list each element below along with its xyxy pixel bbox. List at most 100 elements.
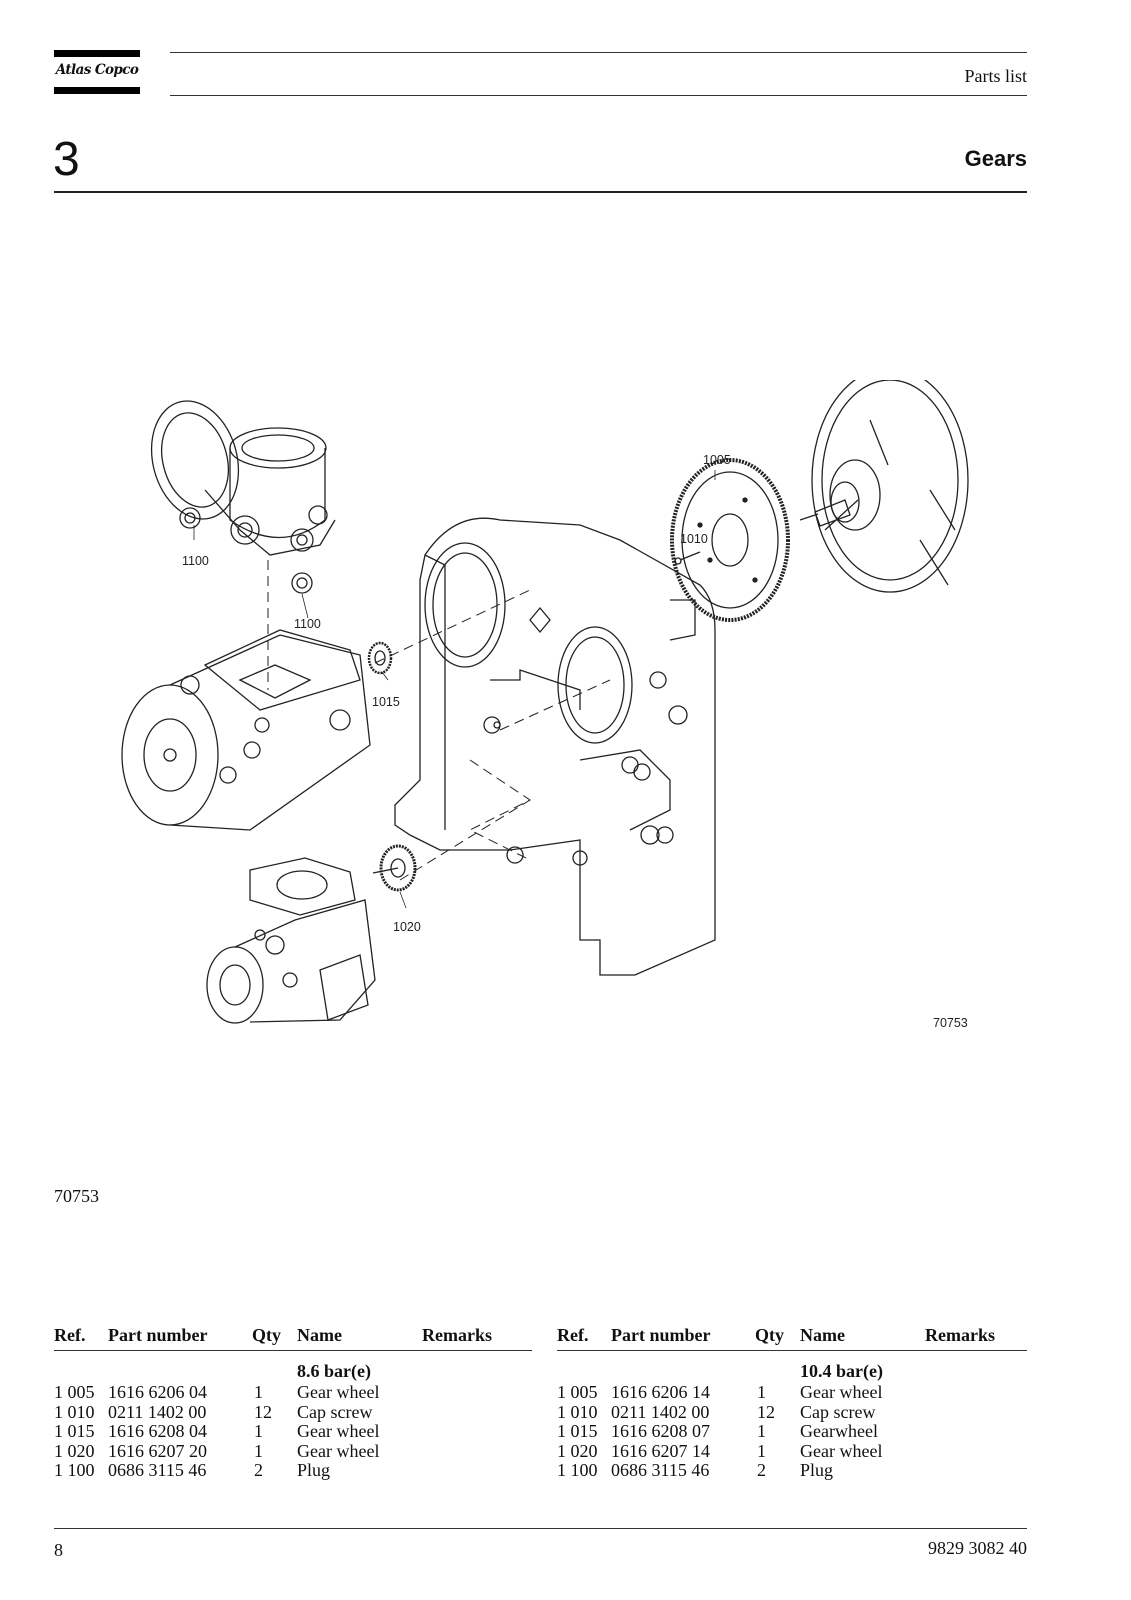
col-remarks: Remarks <box>422 1325 492 1345</box>
col-ref: Ref. <box>54 1325 86 1345</box>
row-part-number: 1616 6208 07 <box>611 1421 710 1441</box>
parts-table-left: Ref. Part number Qty Name Remarks 8.6 ba… <box>54 1325 532 1480</box>
row-qty: 1 <box>254 1382 263 1402</box>
pressure-section-label: 8.6 bar(e) <box>54 1361 532 1382</box>
col-name: Name <box>800 1325 845 1345</box>
row-qty: 1 <box>757 1421 766 1441</box>
table-row: 1 100 0686 3115 46 2 Plug <box>54 1460 532 1480</box>
row-name: Gearwheel <box>800 1421 878 1441</box>
callout-1100-b: 1100 <box>294 617 321 631</box>
row-qty: 1 <box>757 1382 766 1402</box>
exploded-view-drawing: 1100 1100 1015 1020 1005 1010 70753 <box>110 367 990 1060</box>
callout-1005: 1005 <box>703 453 731 467</box>
row-ref: 1 100 <box>54 1460 95 1480</box>
col-part-number: Part number <box>611 1325 711 1345</box>
row-name: Cap screw <box>800 1401 876 1422</box>
row-name: Gear wheel <box>800 1382 883 1402</box>
row-qty: 12 <box>254 1401 272 1422</box>
row-part-number: 1616 6207 20 <box>108 1440 207 1461</box>
table-header-rule <box>54 1350 532 1351</box>
table-row: 1 020 1616 6207 14 1 Gear wheel <box>557 1441 1027 1461</box>
table-row: 1 005 1616 6206 04 1 Gear wheel <box>54 1382 532 1402</box>
callout-1015: 1015 <box>372 695 400 709</box>
row-ref: 1 010 <box>557 1401 598 1422</box>
table-row: 1 010 0211 1402 00 12 Cap screw <box>54 1402 532 1422</box>
table-header-rule <box>557 1350 1027 1351</box>
col-qty: Qty <box>755 1325 784 1345</box>
row-qty: 1 <box>254 1440 263 1461</box>
row-name: Plug <box>800 1460 834 1480</box>
row-ref: 1 020 <box>54 1440 95 1461</box>
plug-drawing <box>291 572 313 594</box>
table-row: 1 100 0686 3115 46 2 Plug <box>557 1460 1027 1480</box>
upper-housing-drawing <box>150 400 336 556</box>
drawing-id: 70753 <box>933 1016 968 1030</box>
table-row: 1 015 1616 6208 07 1 Gearwheel <box>557 1421 1027 1441</box>
cap-screw-drawing <box>674 551 701 565</box>
row-qty: 1 <box>254 1421 263 1441</box>
table-row: 1 010 0211 1402 00 12 Cap screw <box>557 1402 1027 1422</box>
row-ref: 1 020 <box>557 1440 598 1461</box>
gear-casing-drawing <box>394 517 716 976</box>
row-part-number: 0686 3115 46 <box>611 1460 710 1480</box>
row-name: Plug <box>297 1460 331 1480</box>
row-part-number: 1616 6206 04 <box>108 1382 207 1402</box>
footer-rule <box>54 1528 1027 1529</box>
doc-type: Parts list <box>964 66 1027 86</box>
row-qty: 12 <box>757 1401 775 1422</box>
row-part-number: 1616 6207 14 <box>611 1440 710 1461</box>
table-header: Ref. Part number Qty Name Remarks <box>557 1325 1027 1347</box>
gear-1015-drawing <box>367 641 393 675</box>
header-rule-bottom <box>170 95 1027 96</box>
table-header: Ref. Part number Qty Name Remarks <box>54 1325 532 1347</box>
row-qty: 2 <box>757 1460 766 1480</box>
row-ref: 1 100 <box>557 1460 598 1480</box>
row-name: Gear wheel <box>297 1421 380 1441</box>
row-ref: 1 010 <box>54 1401 95 1422</box>
callout-1020: 1020 <box>393 920 421 934</box>
table-row: 1 020 1616 6207 20 1 Gear wheel <box>54 1441 532 1461</box>
row-part-number: 1616 6208 04 <box>108 1421 207 1441</box>
chapter-rule <box>54 191 1027 193</box>
col-name: Name <box>297 1325 342 1345</box>
col-part-number: Part number <box>108 1325 208 1345</box>
logo-text: Atlas Copco <box>55 62 139 78</box>
parts-table-right: Ref. Part number Qty Name Remarks 10.4 b… <box>557 1325 1027 1480</box>
row-part-number: 0211 1402 00 <box>611 1401 710 1422</box>
section-8-6-bar: 8.6 bar(e) <box>297 1361 371 1381</box>
row-part-number: 1616 6206 14 <box>611 1382 710 1402</box>
callout-1100-a: 1100 <box>182 554 209 568</box>
row-name: Cap screw <box>297 1401 373 1422</box>
row-ref: 1 005 <box>557 1382 598 1402</box>
callout-1010: 1010 <box>680 532 708 546</box>
chapter-number: 3 <box>53 133 80 186</box>
gear-1020-drawing <box>372 844 417 892</box>
row-ref: 1 015 <box>54 1421 95 1441</box>
chapter-title: Gears <box>964 146 1027 171</box>
col-ref: Ref. <box>557 1325 589 1345</box>
gear-1005-drawing <box>670 458 790 622</box>
row-ref: 1 015 <box>557 1421 598 1441</box>
atlas-copco-logo: Atlas Copco <box>54 50 140 94</box>
col-remarks: Remarks <box>925 1325 995 1345</box>
lower-element-drawing <box>206 857 376 1024</box>
row-name: Gear wheel <box>297 1440 380 1461</box>
figure-caption: 70753 <box>54 1186 99 1206</box>
row-part-number: 0686 3115 46 <box>108 1460 207 1480</box>
page-number: 8 <box>54 1540 63 1560</box>
section-10-4-bar: 10.4 bar(e) <box>800 1361 883 1381</box>
document-number: 9829 3082 40 <box>928 1538 1027 1558</box>
row-ref: 1 005 <box>54 1382 95 1402</box>
col-qty: Qty <box>252 1325 281 1345</box>
coupling-flange-drawing <box>799 367 969 593</box>
header-rule-top <box>170 52 1027 53</box>
row-name: Gear wheel <box>800 1440 883 1461</box>
row-part-number: 0211 1402 00 <box>108 1401 207 1422</box>
row-qty: 1 <box>757 1440 766 1461</box>
table-row: 1 005 1616 6206 14 1 Gear wheel <box>557 1382 1027 1402</box>
pressure-section-label: 10.4 bar(e) <box>557 1361 1027 1382</box>
row-qty: 2 <box>254 1460 263 1480</box>
row-name: Gear wheel <box>297 1382 380 1402</box>
table-row: 1 015 1616 6208 04 1 Gear wheel <box>54 1421 532 1441</box>
compressor-element-drawing <box>121 629 371 831</box>
